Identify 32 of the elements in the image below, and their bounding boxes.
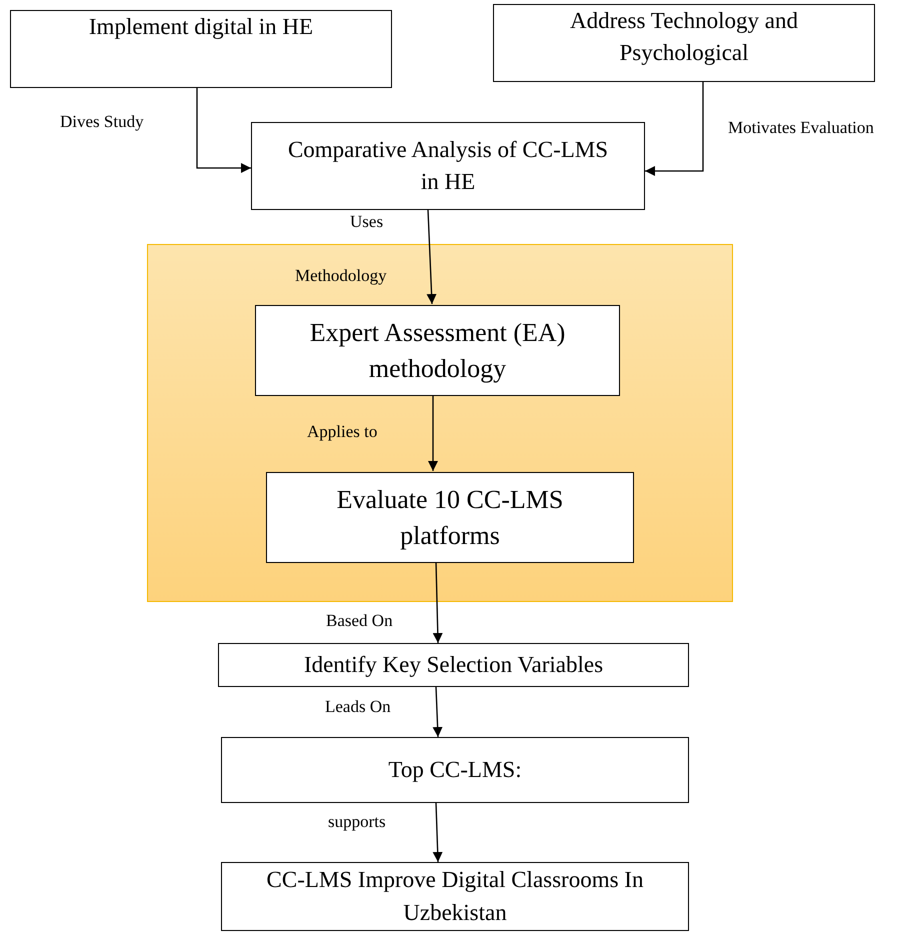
arrow [432,802,443,862]
band-label: Methodology [295,266,387,286]
edge-label: Leads On [325,697,391,717]
box-text: Implement digital in HE [88,13,314,41]
arrow [426,210,437,304]
edge-label: Uses [350,212,384,232]
box-text: Address Technology and Psychological [569,7,799,68]
box-text: Comparative Analysis of CC-LMS in HE [286,136,610,196]
edge-label: Motivates Evaluation [728,118,874,138]
edge-label: Dives Study [60,112,144,132]
arrow [432,686,443,738]
box-text: CC-LMS Improve Digital Classrooms In Uzbekistan [266,866,644,926]
arrow [428,395,438,471]
process-box [221,862,689,931]
arrow [432,562,443,644]
process-box [255,305,620,396]
box-text: Top CC-LMS: [387,756,523,784]
edge-label: supports [328,812,386,832]
process-box [10,10,392,88]
arrow [196,88,251,173]
process-box [251,122,645,210]
box-text: Identify Key Selection Variables [302,650,604,679]
arrow [645,82,704,176]
box-text: Expert Assessment (EA) methodology [308,317,566,385]
process-box [218,643,689,687]
process-box [221,737,689,803]
box-text: Evaluate 10 CC-LMS platforms [336,484,564,552]
highlight-band [147,244,733,602]
edge-label: Applies to [307,422,378,442]
process-box [266,472,634,563]
process-box [493,4,875,82]
edge-label: Based On [326,611,393,631]
